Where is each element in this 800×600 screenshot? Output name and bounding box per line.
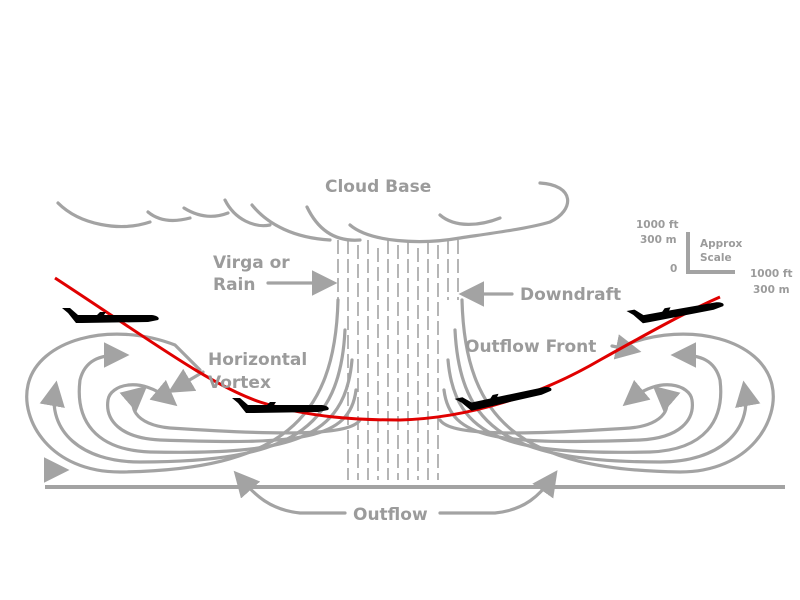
scale-vertical-ft: 1000 ft (636, 219, 678, 231)
scale-horizontal-ft: 1000 ft (750, 268, 792, 280)
aircraft-1 (62, 308, 159, 323)
label-outflow-front: Outflow Front (465, 337, 596, 357)
right-vortex (438, 298, 775, 474)
label-vortex-2: Vortex (208, 373, 271, 393)
label-virga-1: Virga or (213, 253, 290, 273)
aircraft-2 (232, 398, 329, 413)
label-downdraft: Downdraft (520, 285, 621, 305)
aircraft-3 (454, 387, 552, 411)
scale-bar (686, 232, 735, 274)
label-outflow: Outflow (353, 505, 428, 525)
scale-horizontal-m: 300 m (753, 284, 790, 296)
rain-shaft (337, 240, 459, 480)
aircraft-4 (626, 302, 724, 324)
left-vortex (25, 298, 362, 483)
label-cloud-base: Cloud Base (325, 177, 431, 197)
vortex-arrow (167, 368, 205, 393)
scale-title-2: Scale (700, 252, 732, 264)
flight-path (54, 276, 721, 422)
label-virga-2: Rain (213, 275, 256, 295)
outflow-arrow-left (233, 470, 347, 515)
scale-origin: 0 (670, 263, 677, 275)
scale-title-1: Approx (700, 238, 743, 250)
label-vortex-1: Horizontal (208, 350, 307, 370)
outflow-arrow-right (438, 470, 558, 515)
scale-vertical-m: 300 m (640, 234, 677, 246)
cloud-outline (56, 181, 570, 244)
